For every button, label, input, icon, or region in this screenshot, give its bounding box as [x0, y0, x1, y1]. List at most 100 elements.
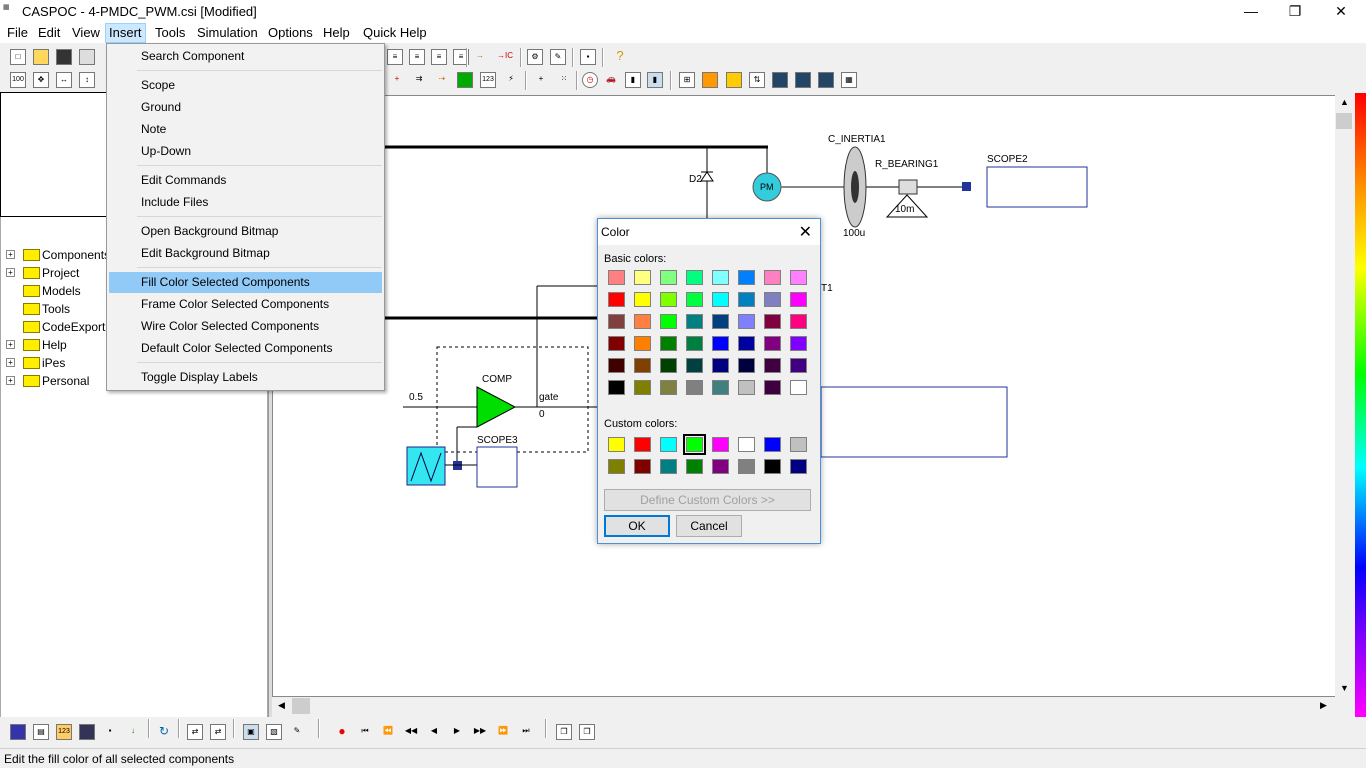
custom-color-swatch[interactable]	[790, 437, 807, 452]
zoom-fit-icon[interactable]: ✥	[33, 72, 49, 88]
green-block-icon[interactable]	[457, 72, 473, 88]
arrow-right-icon[interactable]: ⇉	[415, 74, 423, 83]
basic-color-swatch[interactable]	[608, 380, 625, 395]
sim-doc-icon[interactable]: ▤	[33, 724, 49, 740]
sim-123-icon[interactable]: 123	[56, 724, 72, 740]
bitmap-icon[interactable]: ▣	[243, 724, 259, 740]
probe-icon[interactable]: ⚡	[508, 74, 514, 83]
basic-color-swatch[interactable]	[660, 292, 677, 307]
basic-color-swatch[interactable]	[764, 336, 781, 351]
basic-color-swatch[interactable]	[738, 358, 755, 373]
component-edit-icon[interactable]: ✎	[550, 49, 566, 65]
basic-color-swatch[interactable]	[790, 336, 807, 351]
chip-icon-2[interactable]	[795, 72, 811, 88]
table-icon[interactable]: ▦	[841, 72, 857, 88]
expand-icon[interactable]: +	[6, 268, 15, 277]
basic-color-swatch[interactable]	[660, 380, 677, 395]
basic-color-swatch[interactable]	[790, 358, 807, 373]
grid-select-icon[interactable]: ⊞	[679, 72, 695, 88]
expand-icon[interactable]: +	[6, 358, 15, 367]
menu-item-wire-color-selected[interactable]: Wire Color Selected Components	[141, 319, 320, 333]
custom-color-swatch[interactable]	[686, 459, 703, 474]
forward-icon[interactable]: ▶▶	[473, 726, 487, 735]
component-settings-icon[interactable]: ⚙	[527, 49, 543, 65]
minimize-button[interactable]: —	[1244, 3, 1258, 19]
maximize-button[interactable]: ❐	[1288, 3, 1302, 19]
basic-color-swatch[interactable]	[634, 314, 651, 329]
horizontal-scrollbar[interactable]: ◀ ▶	[272, 697, 1335, 715]
expand-icon[interactable]: +	[6, 340, 15, 349]
basic-color-swatch[interactable]	[790, 380, 807, 395]
tree-item-personal[interactable]: +Personal	[6, 372, 110, 390]
basic-color-swatch[interactable]	[686, 336, 703, 351]
basic-color-swatch[interactable]	[608, 336, 625, 351]
tree-item-project[interactable]: +Project	[6, 264, 110, 282]
ic-icon[interactable]: →IC	[497, 51, 513, 60]
sim-settings-icon[interactable]	[10, 724, 26, 740]
cancel-button[interactable]: Cancel	[676, 515, 742, 537]
record-icon[interactable]: ●	[338, 724, 346, 738]
basic-color-swatch[interactable]	[712, 380, 729, 395]
skip-start-icon[interactable]: ⏮	[361, 726, 369, 735]
print-icon[interactable]	[79, 49, 95, 65]
basic-color-swatch[interactable]	[608, 314, 625, 329]
step-back-icon[interactable]: ◀	[430, 726, 438, 735]
node-icon[interactable]: +	[394, 74, 400, 83]
window-icon-1[interactable]: ❐	[556, 724, 572, 740]
window-icon-2[interactable]: ❐	[579, 724, 595, 740]
menu-item-fill-color-selected[interactable]: Fill Color Selected Components	[109, 272, 382, 293]
sim-chip-icon[interactable]: ▪	[108, 726, 112, 735]
layout-icon[interactable]: ▪	[580, 49, 596, 65]
custom-color-swatch[interactable]	[660, 459, 677, 474]
basic-color-swatch[interactable]	[712, 336, 729, 351]
arrow-wire-icon[interactable]: ⇢	[438, 74, 446, 83]
zoom-100-icon[interactable]: 100	[10, 72, 26, 88]
basic-color-swatch[interactable]	[660, 336, 677, 351]
toolbar-lines3-icon[interactable]: ≡	[431, 49, 447, 65]
menu-view[interactable]: View	[72, 25, 100, 40]
tree-item-tools[interactable]: Tools	[6, 300, 110, 318]
scroll-up-icon[interactable]: ▲	[1340, 97, 1349, 107]
menu-item-include-files[interactable]: Include Files	[141, 195, 209, 209]
basic-color-swatch[interactable]	[712, 270, 729, 285]
basic-color-swatch[interactable]	[712, 358, 729, 373]
bar-chart-icon[interactable]: ▮	[625, 72, 641, 88]
basic-color-swatch[interactable]	[738, 336, 755, 351]
basic-color-swatch[interactable]	[608, 358, 625, 373]
fast-rewind-icon[interactable]: ⏪	[383, 726, 393, 735]
tree-item-ipes[interactable]: +iPes	[6, 354, 110, 372]
custom-color-swatch[interactable]	[764, 437, 781, 452]
grid-dots-icon[interactable]: ⁙	[560, 74, 568, 83]
menu-item-toggle-display-labels[interactable]: Toggle Display Labels	[141, 370, 258, 384]
menu-options[interactable]: Options	[268, 25, 313, 40]
ok-button[interactable]: OK	[604, 515, 670, 537]
custom-color-swatch[interactable]	[683, 434, 706, 455]
scroll-left-icon[interactable]: ◀	[278, 700, 285, 710]
scroll-thumb-v[interactable]	[1336, 113, 1352, 129]
bar-chart-selected-icon[interactable]: ▮	[647, 72, 663, 88]
open-folder-icon[interactable]	[33, 49, 49, 65]
tree-item-components[interactable]: +Components	[6, 246, 110, 264]
toolbar-lines-icon[interactable]: ≡	[387, 49, 403, 65]
custom-color-swatch[interactable]	[660, 437, 677, 452]
menu-file[interactable]: File	[7, 25, 28, 40]
basic-color-swatch[interactable]	[764, 358, 781, 373]
basic-color-swatch[interactable]	[634, 336, 651, 351]
basic-color-swatch[interactable]	[738, 380, 755, 395]
custom-color-swatch[interactable]	[608, 459, 625, 474]
crosshair-icon[interactable]: +	[538, 74, 544, 83]
basic-color-swatch[interactable]	[712, 292, 729, 307]
menu-edit[interactable]: Edit	[38, 25, 61, 40]
export-icon-2[interactable]: ⇄	[210, 724, 226, 740]
basic-color-swatch[interactable]	[712, 314, 729, 329]
close-button[interactable]: ✕	[1335, 3, 1347, 19]
color-frame-icon[interactable]	[726, 72, 742, 88]
help-question-icon[interactable]: ?	[616, 49, 624, 63]
menu-item-frame-color-selected[interactable]: Frame Color Selected Components	[141, 297, 330, 311]
save-icon[interactable]	[56, 49, 72, 65]
basic-color-swatch[interactable]	[764, 314, 781, 329]
menu-item-default-color-selected[interactable]: Default Color Selected Components	[141, 341, 333, 355]
menu-item-edit-commands[interactable]: Edit Commands	[141, 173, 227, 187]
basic-color-swatch[interactable]	[686, 270, 703, 285]
numeric-123-icon[interactable]: 123	[480, 72, 496, 88]
